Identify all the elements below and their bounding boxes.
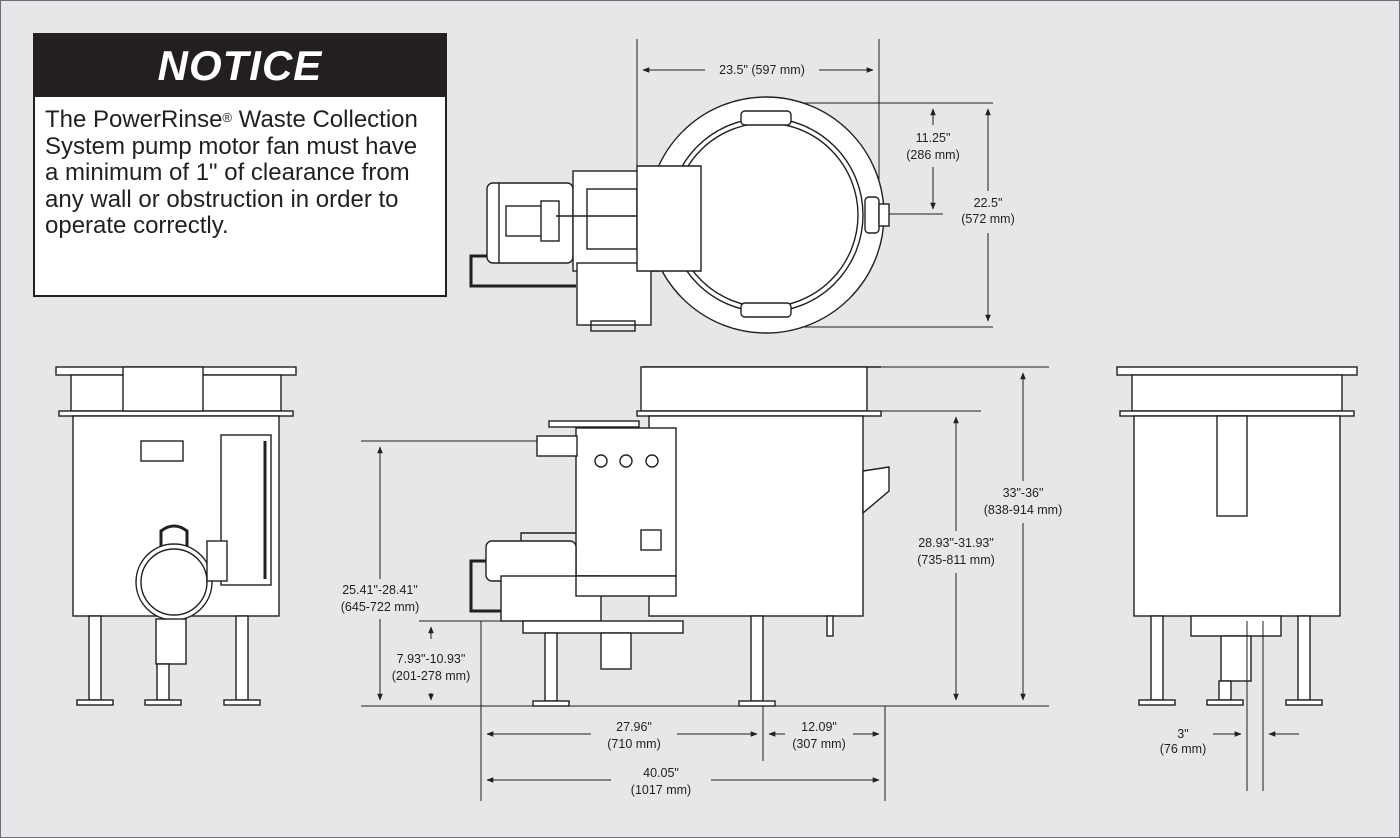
tank-bracket [862,466,890,515]
pump-hose [469,254,576,288]
leg-stub [826,615,834,637]
valve-arm [548,420,640,428]
indicator-light [619,454,633,468]
lifting-handle [159,524,189,546]
registered-mark: ® [222,110,233,125]
right-side-view [1116,366,1358,706]
dim-radius-in: 11.25" [916,131,951,145]
dim-overall-height-in: 33"-36" [1003,486,1044,500]
rim-flange [1116,366,1358,376]
motor-detail [520,532,576,541]
rim-band [640,366,868,412]
pump-fitting [206,540,228,582]
dim-outlet-offset-mm: (76 mm) [1160,742,1207,756]
notice-text: The PowerRinse® Waste Collection System … [35,97,445,240]
dim-outlet-height-mm: (201-278 mm) [392,669,471,683]
leg [750,615,764,702]
rim-lip [58,410,294,417]
indicator-light [645,454,659,468]
foot [532,700,570,707]
dim-outlet-height-in: 7.93"-10.93" [397,652,466,666]
inlet-collar [122,366,204,412]
left-side-view [55,366,297,706]
tank-body [648,415,864,617]
drain-pipe [155,618,187,665]
top-view [469,39,993,334]
dim-top-width: 23.5" (597 mm) [719,63,805,77]
control-box-side [220,434,272,586]
notice-title: NOTICE [35,35,445,97]
dim-pump-depth-mm: (710 mm) [607,737,660,751]
right-view-dimensions [1213,621,1299,791]
rim-band [1131,374,1343,412]
pump-motor [486,182,574,264]
drain-pipe [1220,635,1252,682]
tank-neck [636,165,702,272]
tank-handle [864,196,880,234]
dim-overall-length-in: 40.05" [643,766,679,780]
center-side-view [469,366,890,707]
outlet-pipe [600,632,632,670]
dim-rim-height-mm: (735-811 mm) [917,553,995,567]
disconnect-switch [640,529,662,551]
pump-motor-end [135,543,213,621]
pump-motor [485,540,577,582]
control-box-mount [575,575,677,597]
foot [1285,699,1323,706]
motor-valve [540,200,560,242]
foot [144,699,182,706]
foot [1206,699,1244,706]
notice-text-rest: Waste Collection System pump motor fan m… [45,106,418,239]
dim-diameter-in: 22.5" [974,196,1003,210]
dim-outlet-offset-in: 3" [1177,727,1188,741]
pump-base [1190,615,1282,637]
rim-lip [636,410,882,417]
pump-base [522,620,684,634]
notice-text-start: The PowerRinse [45,106,223,133]
valve [536,435,578,457]
dim-pump-height-in: 25.41"-28.41" [342,583,418,597]
notice-box: NOTICE The PowerRinse® Waste Collection … [33,33,447,297]
tank-latch [878,203,890,227]
dim-diameter-mm: (572 mm) [961,212,1014,226]
rim-lip [1119,410,1355,417]
dim-pump-height-mm: (645-722 mm) [341,600,420,614]
tank-handle [740,302,792,318]
leg [235,615,249,701]
pump-motor-ring [140,548,208,616]
foot [738,700,776,707]
valve [140,440,184,462]
foot [1138,699,1176,706]
center-view-dimensions [361,366,1049,801]
indicator-light [594,454,608,468]
dim-tank-half-in: 12.09" [801,720,837,734]
leg [1218,680,1232,701]
control-box [575,427,677,577]
control-box-base [590,320,636,332]
dim-radius-mm: (286 mm) [906,148,959,162]
leg [1297,615,1311,701]
top-view-dimensions: 23.5" (597 mm) 11.25" (286 mm) 22.5" (57… [642,63,1015,322]
leg [88,615,102,701]
dim-rim-height-in: 28.93"-31.93" [918,536,994,550]
leg [544,632,558,702]
dim-pump-depth-in: 27.96" [616,720,652,734]
control-box [576,262,652,326]
center-view-labels: 33"-36" (838-914 mm) 28.93"-31.93" (735-… [341,486,1063,797]
tank-handle [740,110,792,126]
foot [223,699,261,706]
leg [156,663,170,701]
dim-tank-half-mm: (307 mm) [792,737,845,751]
dim-overall-length-mm: (1017 mm) [631,783,691,797]
leg [1150,615,1164,701]
foot [76,699,114,706]
dim-overall-height-mm: (838-914 mm) [984,503,1063,517]
inlet-chute [1216,415,1248,517]
